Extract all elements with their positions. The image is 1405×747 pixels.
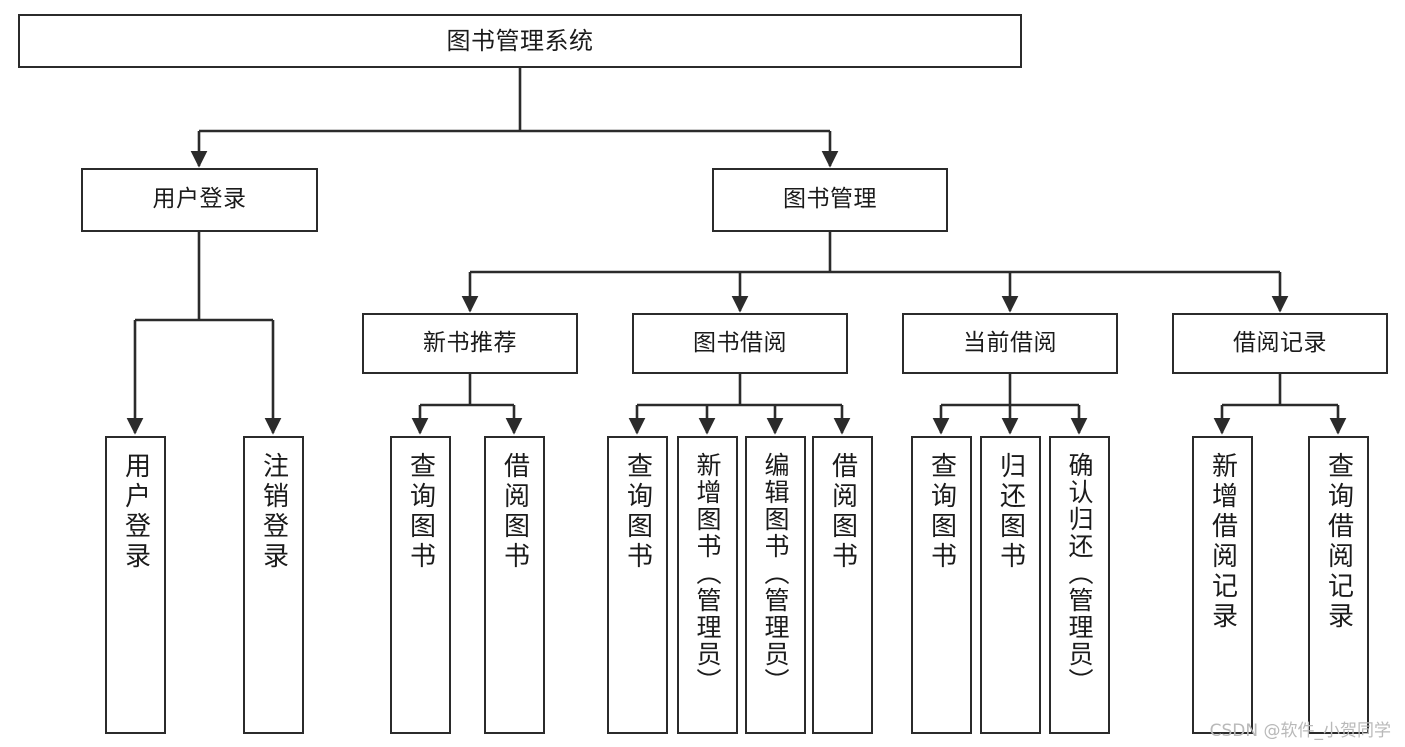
node-label: 查询图书: [405, 452, 436, 572]
node-label: 查询图书: [926, 452, 957, 572]
node-label: 借阅记录: [1233, 329, 1327, 356]
node-label: 新增图书（管理员）: [693, 452, 722, 695]
node-label: 当前借阅: [963, 329, 1057, 356]
node-label: 新增借阅记录: [1207, 452, 1238, 632]
node-label: 图书管理: [783, 186, 877, 213]
node-label: 注销登录: [258, 452, 289, 572]
leaf-current-borrow-query[interactable]: 查询图书: [911, 436, 972, 734]
node-label: 归还图书: [995, 452, 1026, 572]
node-label: 新书推荐: [423, 329, 517, 356]
node-label: 借阅图书: [827, 452, 858, 572]
leaf-current-borrow-confirm[interactable]: 确认归还（管理员）: [1049, 436, 1110, 734]
node-borrow-record[interactable]: 借阅记录: [1172, 313, 1388, 374]
leaf-book-borrow-lend[interactable]: 借阅图书: [812, 436, 873, 734]
csdn-watermark: CSDN @软件_小贺同学: [1209, 721, 1391, 741]
node-label: 确认归还（管理员）: [1065, 452, 1094, 695]
node-label: 查询图书: [622, 452, 653, 572]
leaf-book-borrow-query[interactable]: 查询图书: [607, 436, 668, 734]
leaf-current-borrow-return[interactable]: 归还图书: [980, 436, 1041, 734]
leaf-book-borrow-edit[interactable]: 编辑图书（管理员）: [745, 436, 806, 734]
node-book-manage[interactable]: 图书管理: [712, 168, 948, 232]
node-label: 查询借阅记录: [1323, 452, 1354, 632]
node-book-borrow[interactable]: 图书借阅: [632, 313, 848, 374]
node-label: 编辑图书（管理员）: [761, 452, 790, 695]
leaf-book-borrow-add[interactable]: 新增图书（管理员）: [677, 436, 738, 734]
node-label: 用户登录: [152, 186, 247, 213]
leaf-new-book-query[interactable]: 查询图书: [390, 436, 451, 734]
leaf-borrow-record-query[interactable]: 查询借阅记录: [1308, 436, 1369, 734]
leaf-new-book-borrow[interactable]: 借阅图书: [484, 436, 545, 734]
node-root-system[interactable]: 图书管理系统: [18, 14, 1022, 68]
node-label: 借阅图书: [499, 452, 530, 572]
node-label: 图书借阅: [693, 329, 787, 356]
leaf-user-login-login[interactable]: 用户登录: [105, 436, 166, 734]
leaf-user-login-logout[interactable]: 注销登录: [243, 436, 304, 734]
node-user-login[interactable]: 用户登录: [81, 168, 318, 232]
node-current-borrow[interactable]: 当前借阅: [902, 313, 1118, 374]
node-label: 用户登录: [120, 452, 151, 572]
leaf-borrow-record-add[interactable]: 新增借阅记录: [1192, 436, 1253, 734]
node-new-book-recommend[interactable]: 新书推荐: [362, 313, 578, 374]
node-label: 图书管理系统: [446, 26, 594, 55]
